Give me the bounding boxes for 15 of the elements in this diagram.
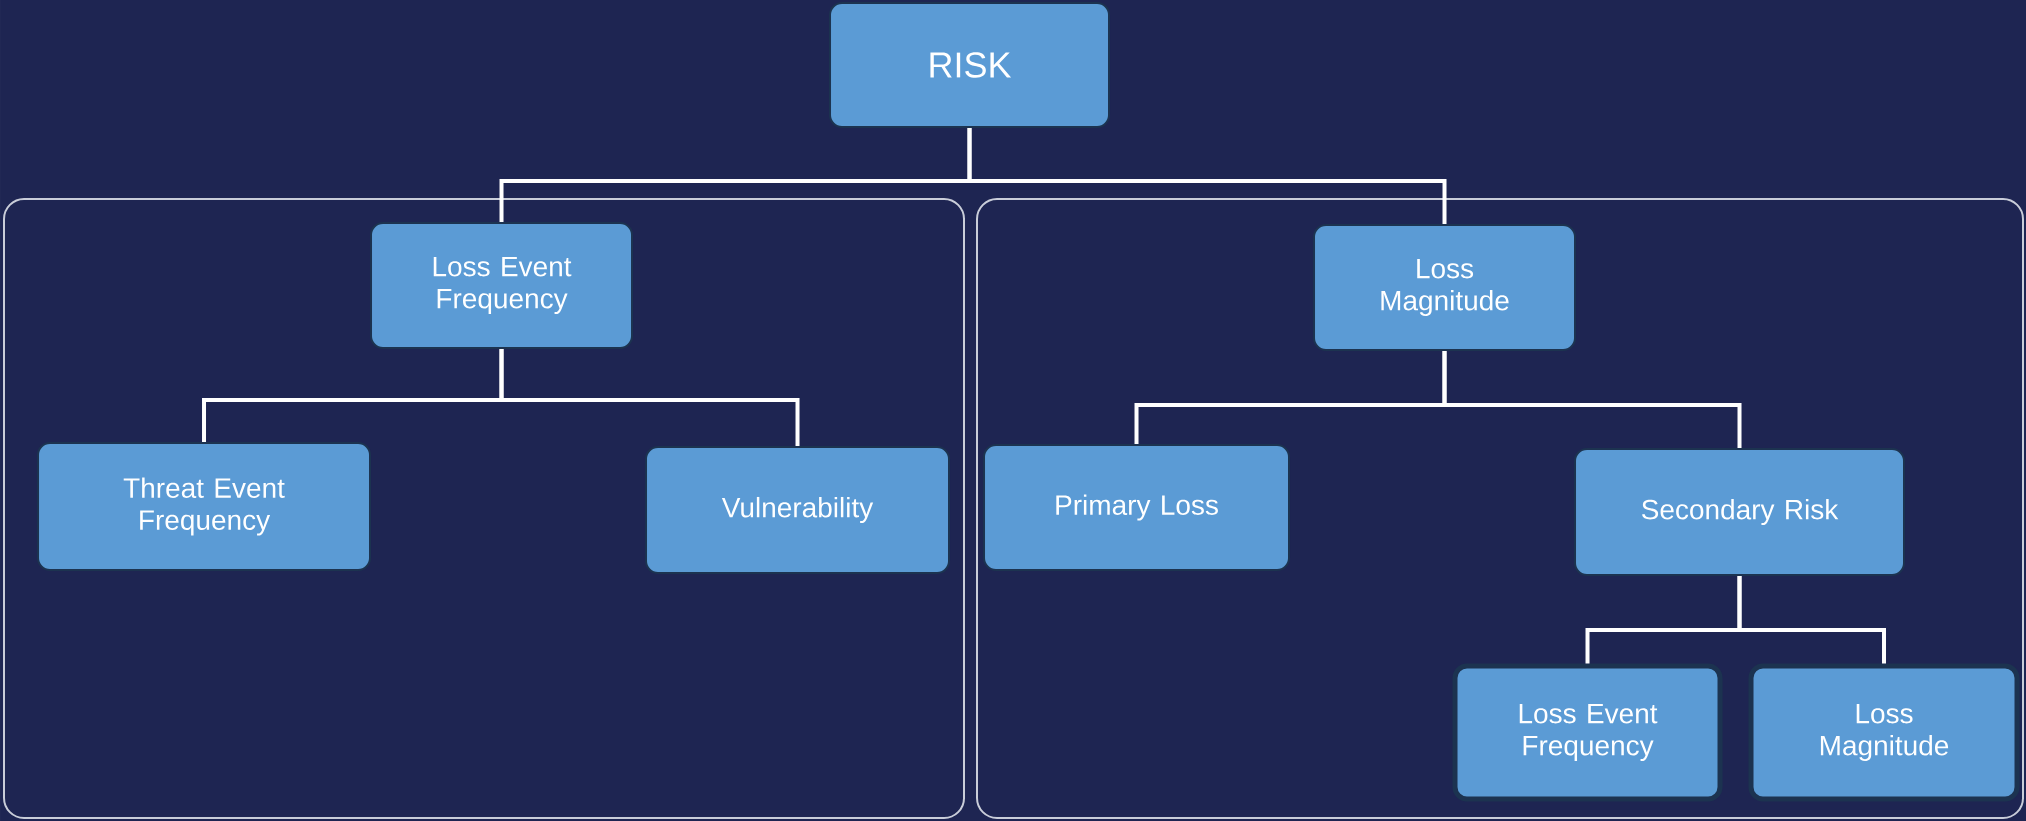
connector-line — [1737, 576, 1886, 664]
process-box: Primary Loss — [983, 444, 1290, 571]
process-box: Loss Event Frequency — [1452, 663, 1723, 802]
process-box: Threat Event Frequency — [37, 442, 371, 571]
panel-frame — [3, 198, 965, 819]
process-box: Loss Event Frequency — [370, 222, 633, 349]
connector-line — [1442, 351, 1742, 448]
connector-line — [967, 128, 1447, 224]
process-box: Vulnerability — [645, 446, 950, 574]
process-box: Secondary Risk — [1574, 448, 1905, 576]
process-box: RISK — [829, 2, 1110, 128]
process-box: Loss Magnitude — [1748, 663, 2020, 802]
connector-line — [499, 349, 800, 446]
panel-frame — [976, 198, 2024, 819]
process-box: Loss Magnitude — [1313, 224, 1576, 351]
